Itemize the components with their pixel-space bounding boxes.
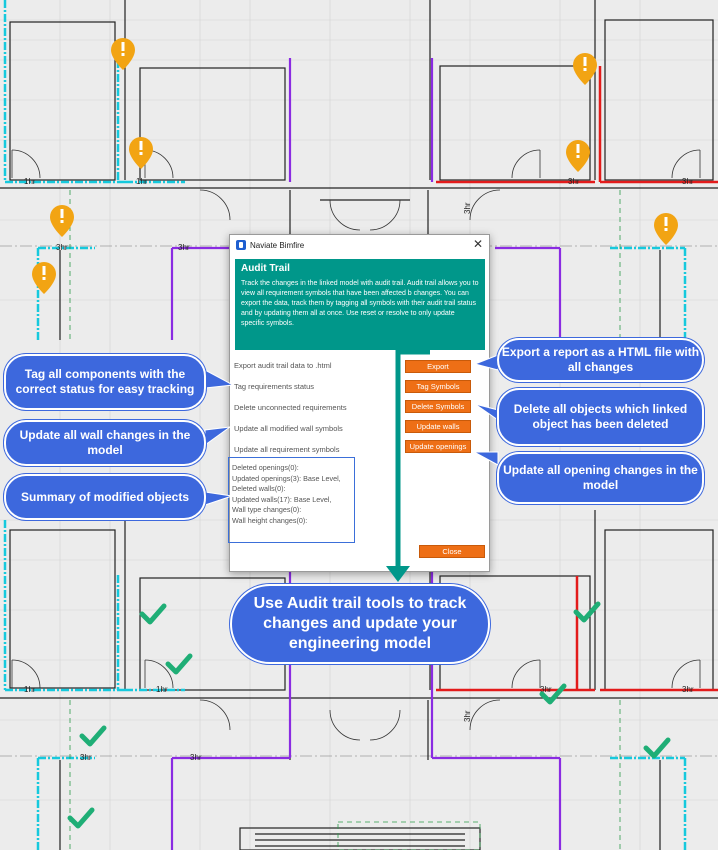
rating-label: 3hr <box>682 685 694 694</box>
delete-symbols-button[interactable]: Delete Symbols <box>405 400 471 413</box>
rating-label: 3hr <box>568 177 580 186</box>
summary-line: Updated walls(17): Base Level, <box>232 494 332 504</box>
info-panel: Audit Trail Track the changes in the lin… <box>235 259 485 350</box>
summary-line: Wall type changes(0): <box>232 505 302 514</box>
update-openings-label: Update all requirement symbols <box>234 445 340 454</box>
rating-label: 3hr <box>463 710 472 722</box>
export-button[interactable]: Export <box>405 360 471 373</box>
callout-openings: Update all opening changes in the model <box>497 452 704 504</box>
update-walls-button[interactable]: Update walls <box>405 420 471 433</box>
rating-label: 1hr <box>24 177 36 186</box>
rating-label: 3hr <box>178 243 190 252</box>
info-text: Track the changes in the linked model wi… <box>241 280 479 327</box>
tag-symbols-button[interactable]: Tag Symbols <box>405 380 471 393</box>
callout-export: Export a report as a HTML file with all … <box>497 338 704 382</box>
summary-line: Wall height changes(0): <box>232 515 308 525</box>
tag-label: Tag requirements status <box>234 382 315 391</box>
callout-delete: Delete all objects which linked object h… <box>497 388 704 446</box>
rating-label: 3hr <box>56 243 68 252</box>
callout-tag: Tag all components with the correct stat… <box>4 354 206 410</box>
changes-summary: Deleted openings(0): Updated openings(3)… <box>228 457 355 543</box>
rating-label: 1hr <box>24 685 36 694</box>
callout-main: Use Audit trail tools to track changes a… <box>230 584 490 664</box>
close-icon[interactable]: ✕ <box>472 237 483 251</box>
export-label: Export audit trail data to .html <box>234 361 332 370</box>
callout-walls: Update all wall changes in the model <box>4 420 206 466</box>
summary-line: Deleted walls(0): <box>232 484 286 493</box>
update-openings-button[interactable]: Update openings <box>405 440 471 453</box>
rating-label: 3hr <box>463 202 472 214</box>
audit-trail-dialog: Naviate Bimfire ✕ Audit Trail Track the … <box>228 234 490 572</box>
update-walls-label: Update all modified wall symbols <box>234 424 343 433</box>
dialog-titlebar: Naviate Bimfire ✕ <box>230 235 489 255</box>
rating-label: 3hr <box>682 177 694 186</box>
app-logo-icon <box>236 240 246 250</box>
rating-label: 3hr <box>540 685 552 694</box>
summary-line: Deleted openings(0): <box>232 463 299 472</box>
rating-label: 3hr <box>190 753 202 762</box>
window-title: Naviate Bimfire <box>250 240 305 250</box>
summary-line: Updated openings(3): Base Level, <box>232 473 341 483</box>
close-button[interactable]: Close <box>419 545 485 558</box>
rating-label: 1hr <box>136 177 148 186</box>
info-title: Audit Trail <box>241 263 290 274</box>
delete-label: Delete unconnected requirements <box>234 403 347 412</box>
callout-summary: Summary of modified objects <box>4 474 206 520</box>
rating-label: 3hr <box>80 753 92 762</box>
rating-label: 1hr <box>156 685 168 694</box>
